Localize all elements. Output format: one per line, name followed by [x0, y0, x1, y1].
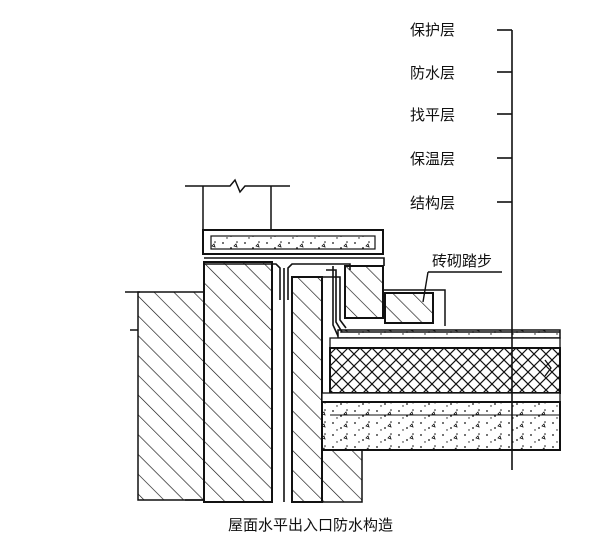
roof-layers: [321, 329, 561, 451]
label-brick-step: 砖砌踏步: [432, 252, 492, 270]
diagram-caption: 屋面水平出入口防水构造: [228, 516, 393, 534]
label-structural-layer: 结构层: [410, 194, 455, 212]
label-waterproof-layer: 防水层: [410, 64, 455, 82]
left-wall: [125, 291, 205, 501]
inner-wall: [291, 276, 363, 503]
upper-wall: [185, 178, 290, 230]
brick-step-leader: [422, 271, 502, 303]
label-leveling-layer: 找平层: [410, 106, 455, 124]
label-protection-layer: 保护层: [410, 21, 455, 39]
waterproof-membrane: [204, 257, 560, 502]
door-sill-cap: [202, 229, 384, 255]
layer-label-bracket: [497, 29, 513, 470]
label-insulation-layer: 保温层: [410, 150, 455, 168]
brick-step: [344, 265, 446, 326]
main-wall: [203, 261, 273, 503]
